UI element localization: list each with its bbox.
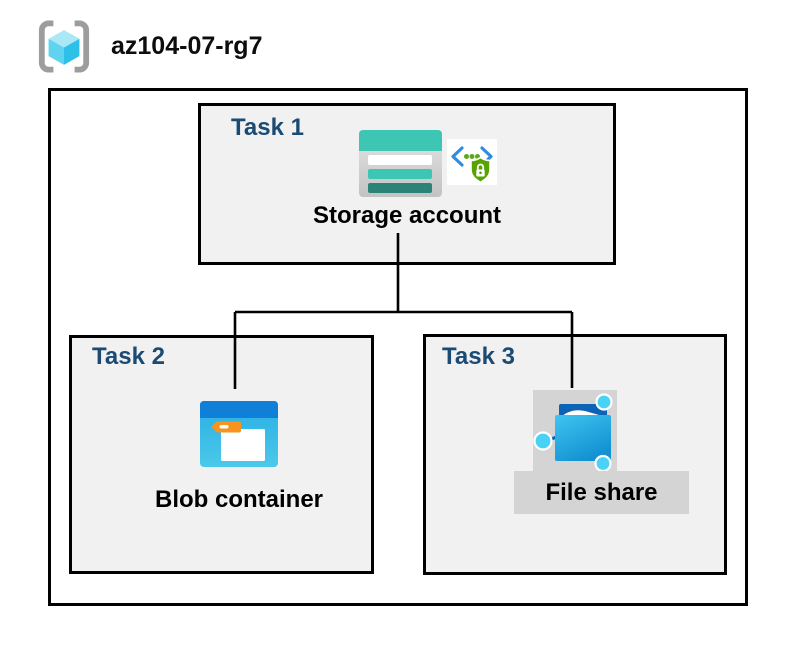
storage-account-label: Storage account (312, 202, 502, 229)
blob-container-label: Blob container (154, 486, 324, 513)
task2-box: Task 2 Blob container (69, 335, 374, 574)
task1-label: Task 1 (231, 114, 304, 141)
blob-container-icon (199, 401, 278, 467)
blob-container-group: Blob container (155, 401, 323, 514)
file-share-label: File share (545, 478, 658, 506)
file-share-icon (533, 390, 617, 471)
file-share-label-background: File share (514, 471, 689, 514)
resource-group-icon (37, 18, 91, 75)
task3-box: Task 3 File share (423, 334, 727, 575)
api-security-icon (447, 139, 497, 185)
resource-group-name: az104-07-rg7 (111, 32, 263, 60)
task2-label: Task 2 (92, 343, 165, 370)
task1-box: Task 1 (198, 103, 616, 265)
storage-account-icon (359, 130, 442, 197)
resource-group-header: az104-07-rg7 (37, 18, 262, 75)
task3-label: Task 3 (442, 343, 515, 370)
